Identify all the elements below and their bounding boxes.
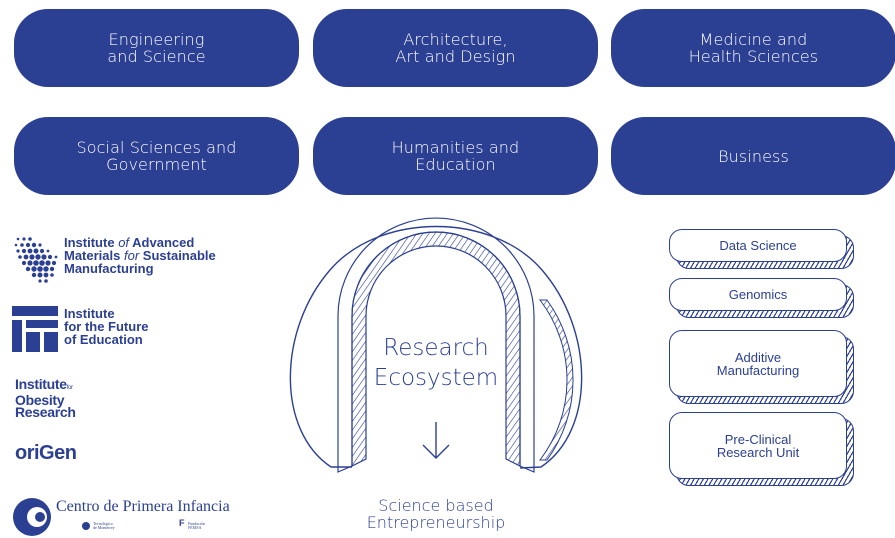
school-engineering-science: Engineering and Science xyxy=(14,9,299,87)
cpi-sponsor-1: Tecnológico de Monterrey xyxy=(93,521,115,530)
output-label-text: Science based Entrepreneurship xyxy=(366,496,506,532)
down-arrow-icon xyxy=(422,422,450,459)
inst-line: Advanced xyxy=(132,235,195,250)
institute-advanced-materials: Institute of Advanced Materials for Sust… xyxy=(64,236,216,275)
inst-line: Manufacturing xyxy=(64,261,154,276)
cpi-sponsor-2: Fundación FEMSA xyxy=(188,521,205,530)
inst-italic: of xyxy=(118,235,130,250)
school-social-sciences-government: Social Sciences and Government xyxy=(14,117,299,195)
school-label: Business xyxy=(718,146,789,166)
school-label: Medicine and Health Sciences xyxy=(688,30,819,66)
inst-small: for xyxy=(66,385,73,391)
school-architecture-art-design: Architecture, Art and Design xyxy=(313,9,598,87)
arch-outline xyxy=(337,217,535,473)
inst-line: Obesity xyxy=(15,392,65,408)
science-entrepreneurship-label: Science based Entrepreneurship xyxy=(335,497,537,531)
unit-additive-manufacturing: Additive Manufacturing xyxy=(669,330,847,397)
origen-name: oriGen xyxy=(15,442,77,464)
inst-line: for the Future xyxy=(64,319,149,334)
school-label: Architecture, Art and Design xyxy=(395,30,516,66)
institute-obesity-research: Institutefor Obesity Research xyxy=(15,376,76,420)
dot-grid-logo-icon xyxy=(14,237,58,283)
school-label: Social Sciences and Government xyxy=(76,138,237,174)
school-label: Engineering and Science xyxy=(107,30,206,66)
inst-line: of Education xyxy=(64,332,143,347)
unit-label: Genomics xyxy=(728,287,788,302)
school-label: Humanities and Education xyxy=(391,138,520,174)
femsa-logo-icon: F xyxy=(179,518,185,528)
unit-label: Pre-Clinical Research Unit xyxy=(716,431,800,460)
school-business: Business xyxy=(611,117,895,195)
inst-line: Research xyxy=(15,404,76,420)
unit-preclinical-research: Pre-Clinical Research Unit xyxy=(669,412,847,479)
unit-genomics: Genomics xyxy=(669,278,847,311)
research-ecosystem-label: Research Ecosystem xyxy=(355,333,517,393)
origen-logo: oriGen xyxy=(15,442,77,464)
center-label-text: Research Ecosystem xyxy=(373,335,499,391)
unit-label: Data Science xyxy=(719,238,797,253)
inst-italic: for xyxy=(124,248,140,263)
inst-line: Institute xyxy=(64,235,115,250)
cpi-logo-icon xyxy=(13,498,51,536)
school-humanities-education: Humanities and Education xyxy=(313,117,598,195)
research-ecosystem-arch xyxy=(289,217,583,473)
ife-logo-icon xyxy=(12,306,58,352)
cpi-sponsors: Tecnológico de Monterrey F Fundación FEM… xyxy=(82,518,242,535)
school-medicine-health: Medicine and Health Sciences xyxy=(611,9,895,87)
unit-label: Additive Manufacturing xyxy=(716,349,800,378)
unit-data-science: Data Science xyxy=(669,229,847,262)
arch-right-hatch xyxy=(538,299,574,461)
tec-logo-icon xyxy=(82,522,90,530)
cpi-name: Centro de Primera Infancia xyxy=(56,498,230,515)
inst-line: Institute xyxy=(64,306,115,321)
centro-primera-infancia: Centro de Primera Infancia xyxy=(56,499,230,515)
arch-big-outline xyxy=(289,225,583,469)
institute-future-education: Institute for the Future of Education xyxy=(64,307,149,346)
inst-line: Institute xyxy=(15,376,67,392)
inst-line: Materials xyxy=(64,248,121,263)
inst-line: Sustainable xyxy=(142,248,216,263)
